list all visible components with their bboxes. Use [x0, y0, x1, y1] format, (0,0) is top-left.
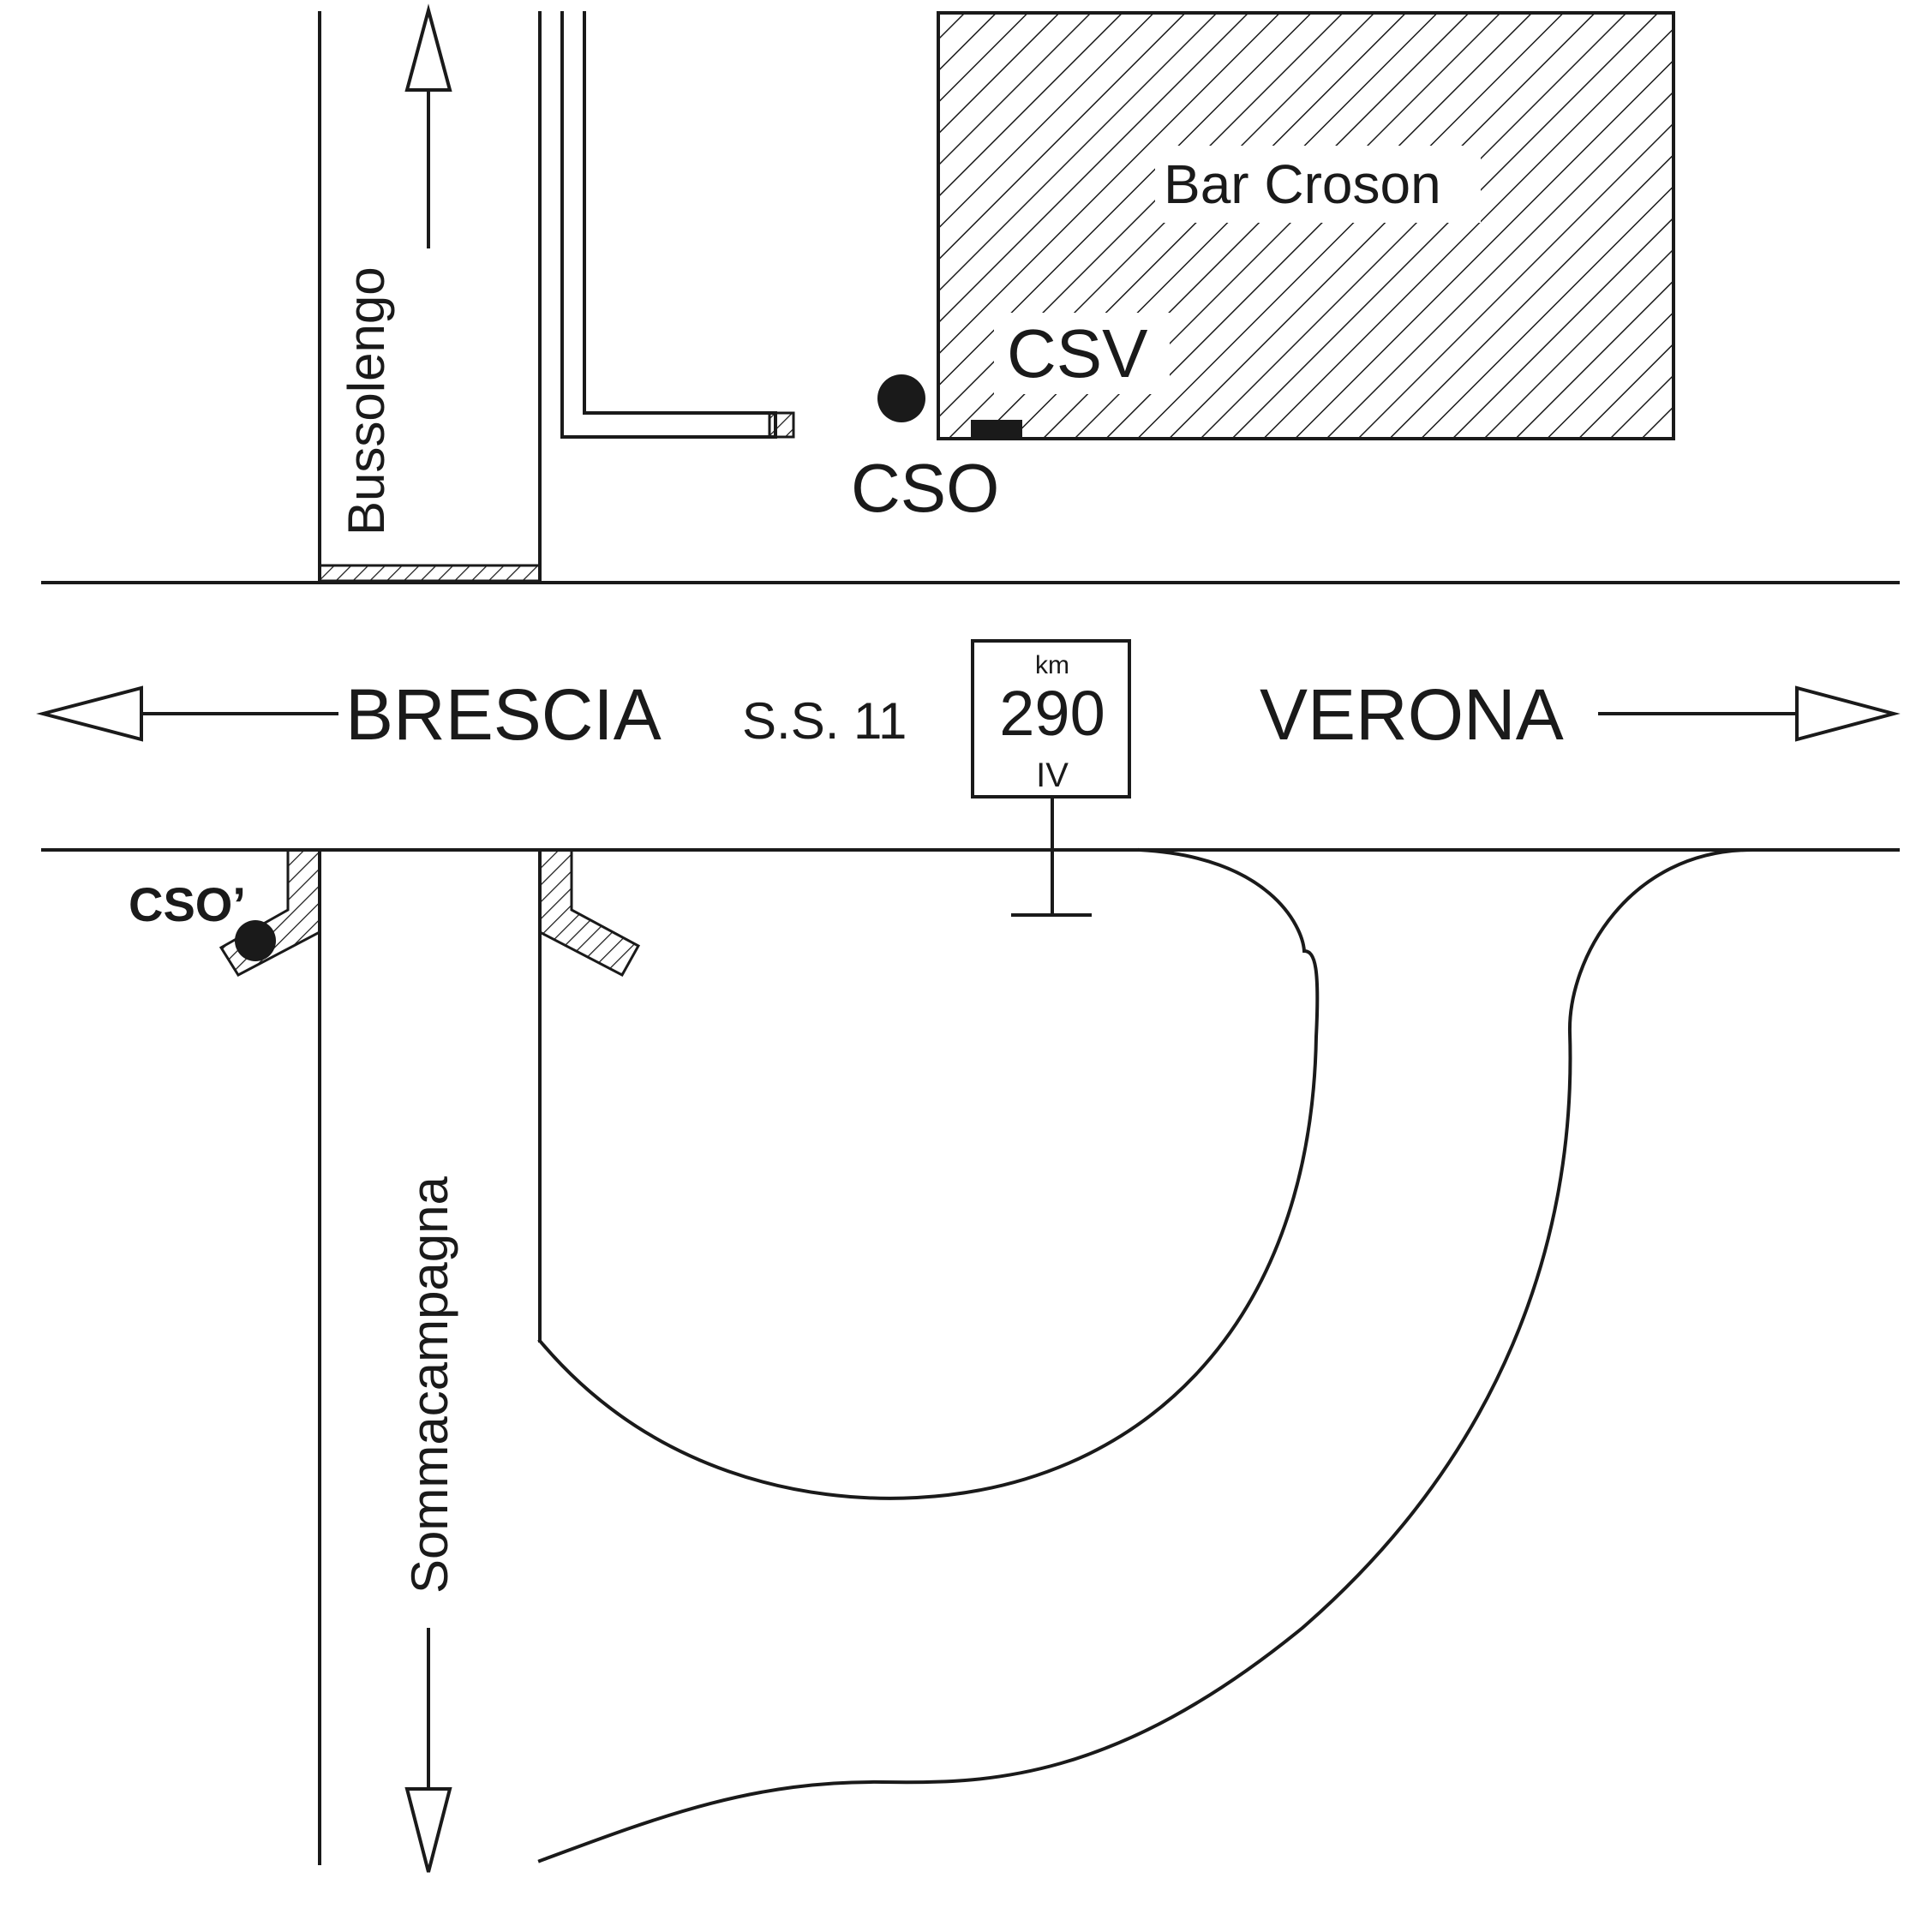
sommacampagna-label: Sommacampagna	[401, 1175, 458, 1594]
loop-ramp	[537, 847, 1320, 1500]
side-lane	[560, 11, 777, 439]
arrow-south-head	[404, 1787, 452, 1873]
cso-label: CSO	[851, 450, 999, 526]
direction-arrows	[36, 3, 1901, 1873]
milestone-km: 290	[999, 678, 1105, 749]
cso-prime-label: CSO’	[129, 877, 246, 931]
bar-croson-label-bg	[1155, 146, 1481, 223]
bussolengo-label: Bussolengo	[338, 266, 395, 535]
cso-point	[877, 374, 925, 422]
island-east	[538, 848, 641, 978]
crosswalk-north	[318, 564, 542, 583]
bar-croson-label: Bar Croson	[1164, 153, 1441, 215]
arrow-west-head	[36, 685, 143, 742]
side-lane-end-box	[768, 411, 795, 439]
verona-label: VERONA	[1260, 674, 1564, 755]
outer-ramp	[537, 848, 1900, 1863]
milestone-roman: IV	[1036, 757, 1069, 794]
milestone-unit: km	[1035, 651, 1069, 679]
csv-label: CSV	[1007, 315, 1148, 392]
road-name-label: S.S. 11	[742, 692, 907, 750]
traffic-islands	[219, 848, 641, 978]
csv-label-bg	[994, 313, 1170, 394]
arrow-north-head	[404, 3, 452, 92]
arrow-east-head	[1795, 685, 1901, 742]
csv-sensor	[971, 420, 1022, 439]
cso-prime-point	[235, 920, 276, 961]
brescia-label: BRESCIA	[345, 674, 662, 755]
